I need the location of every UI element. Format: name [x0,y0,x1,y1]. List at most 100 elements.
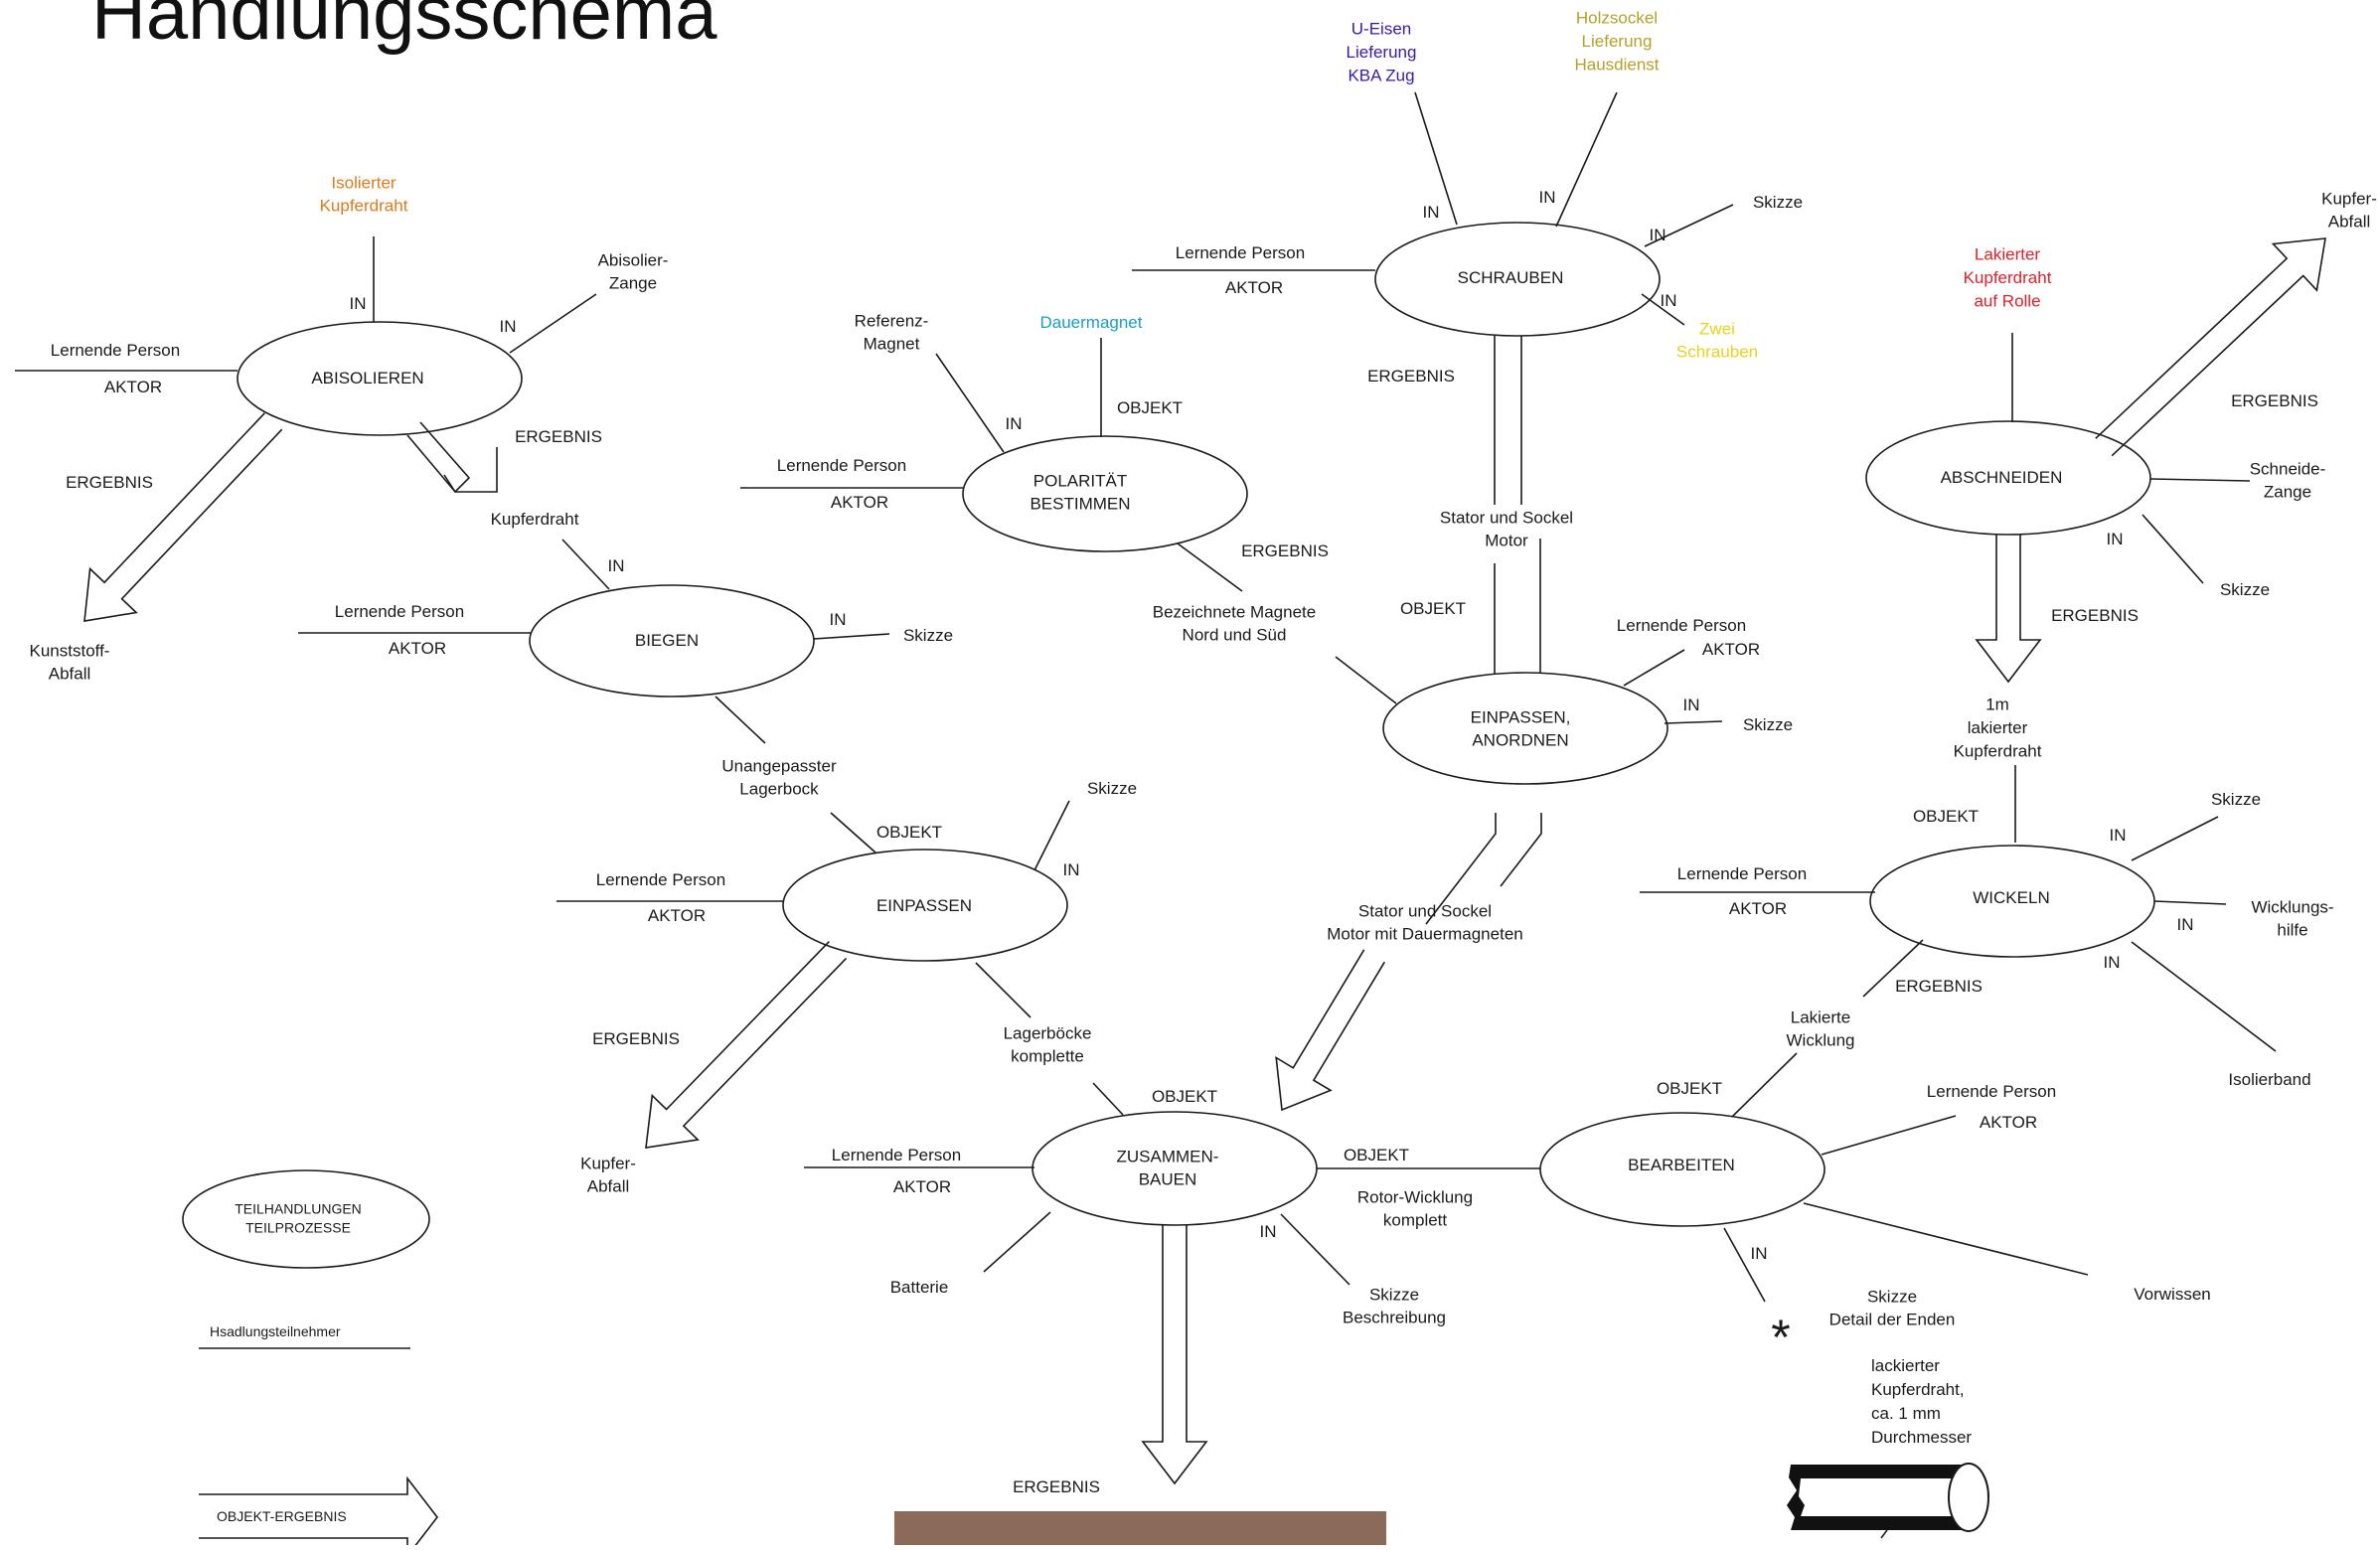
process-bearbeiten [1539,1112,1825,1227]
ergebnis-label: ERGEBNIS [592,1029,680,1048]
process-abschneiden [1865,420,2151,536]
tool-skizze: Skizze [2211,790,2261,809]
aktor-label: AKTOR [831,493,888,512]
result-arrow-stator [1425,813,1497,925]
connector-line [2131,941,2277,1052]
ergebnis-label: ERGEBNIS [2051,606,2139,625]
process-bearbeiten-label: BEARBEITEN [1628,1156,1735,1174]
ergebnis-label: ERGEBNIS [1241,542,1329,560]
objekt-label: OBJEKT [876,823,942,842]
connector-line [1335,656,1397,704]
objekt-label: OBJEKT [1344,1146,1409,1164]
actor-lernende-person: Lernende Person [1927,1082,2056,1101]
actor-lernende-person: Lernende Person [832,1146,961,1164]
connector-line [1644,204,1734,247]
connector-line [714,696,766,744]
result-arrow-head [443,447,498,493]
tool-skizze: Skizze [1087,779,1137,798]
connector-line [561,539,610,590]
in-label: IN [1539,188,1556,207]
process-abisolieren-label: ABISOLIEREN [311,369,423,388]
connector-line [935,353,1005,453]
legend-teilnehmer: Hsadlungsteilnehmer [210,1323,341,1339]
objekt-label: OBJEKT [1152,1087,1217,1106]
connector-line [830,812,876,853]
process-wickeln-label: WICKELN [1973,888,2049,907]
result-arrow-to-zusammenbauen [1275,949,1385,1112]
objekt-label: OBJEKT [1657,1079,1722,1098]
connector-line [2149,478,2251,482]
process-schrauben [1374,222,1661,337]
connector-line [1092,1082,1124,1116]
connector-line [1414,91,1458,226]
actor-lernende-person: Lernende Person [1677,864,1807,883]
input-batterie: Batterie [890,1278,949,1297]
ergebnis-label: ERGEBNIS [1013,1477,1100,1496]
connector-line [1033,800,1070,871]
connector-line [2142,514,2204,584]
tool-isolierband: Isolierband [2228,1070,2310,1089]
in-label: IN [2104,953,2121,972]
input-kupferdraht: Kupferdraht [491,510,579,529]
process-zusammenbauen [1031,1111,1318,1226]
connector-line [509,293,597,354]
aktor-label: AKTOR [1702,640,1760,659]
process-einpassen-label: EINPASSEN [876,896,972,915]
ergebnis-label: ERGEBNIS [1367,367,1455,386]
output-kunststoff-abfall: Kunststoff-Abfall [30,642,110,684]
actor-lernende-person: Lernende Person [51,341,180,360]
process-polaritaet [962,435,1248,552]
actor-lernende-person: Lernende Person [596,870,725,889]
in-label: IN [2107,530,2124,548]
objekt-label: OBJEKT [1117,398,1183,417]
connector-line [983,1211,1051,1273]
connector-line [1280,1213,1350,1286]
in-label: IN [1683,696,1700,714]
process-schrauben-label: SCHRAUBEN [1458,268,1564,287]
process-biegen [529,584,815,698]
aktor-label: AKTOR [104,378,162,396]
in-label: IN [1751,1244,1768,1263]
ergebnis-label: ERGEBNIS [66,473,153,492]
actor-lernende-person: Lernende Person [777,456,906,475]
process-einpassen-anordnen-label: EINPASSEN,ANORDNEN [1471,708,1571,750]
aktor-label: AKTOR [893,1177,951,1196]
process-einpassen [782,849,1068,962]
aktor-label: AKTOR [648,906,706,925]
connector-line [1880,1529,1888,1539]
legend-objekt-ergebnis: OBJEKT-ERGEBNIS [217,1508,347,1524]
connector-line [1723,1227,1766,1303]
aktor-label: AKTOR [1225,278,1283,297]
output-kupfer-abfall-2: Kupfer-Abfall [2321,190,2377,232]
connector-line [1664,720,1723,724]
result-arrow-final [1141,1225,1208,1485]
result-arrow-1m [1975,535,2042,684]
connector-line [1862,939,1924,998]
in-label: IN [2110,826,2127,845]
tool-skizze: Skizze [1753,193,1803,212]
aktor-label: AKTOR [1729,899,1787,918]
asterisk-mark: * [1771,1310,1790,1365]
objekt-label: OBJEKT [1913,807,1979,826]
tool-abisolier-zange: Abisolier-Zange [598,251,669,293]
connector-line [1623,649,1685,687]
result-arrow-kunststoff-abfall [83,412,283,622]
input-dauermagnet: Dauermagnet [1039,313,1142,332]
in-label: IN [1661,291,1677,310]
ergebnis-label: ERGEBNIS [2231,391,2318,410]
connector-line [975,962,1031,1018]
